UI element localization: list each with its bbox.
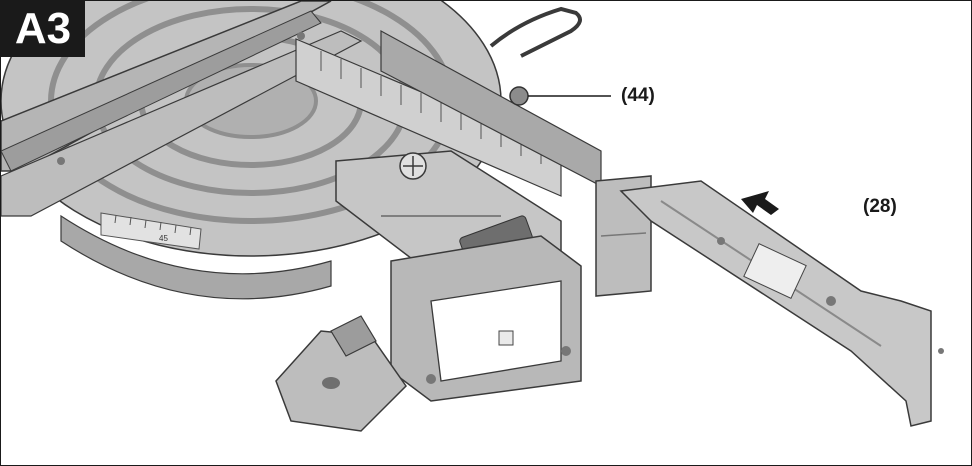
knob-44 xyxy=(509,86,529,106)
direction-arrow xyxy=(741,191,779,215)
extension-stop-28 xyxy=(619,180,944,427)
figure-label: A3 xyxy=(1,1,85,57)
saw-body xyxy=(335,150,582,402)
scale-label: 45 xyxy=(159,234,168,243)
fence xyxy=(295,29,602,197)
clamp-foot xyxy=(275,315,407,432)
guide-rail xyxy=(1,1,363,217)
callout-28: (28) xyxy=(863,196,897,217)
base-arc: 45 xyxy=(60,212,332,300)
callout-44: (44) xyxy=(621,85,655,106)
handle-bar xyxy=(489,6,582,58)
